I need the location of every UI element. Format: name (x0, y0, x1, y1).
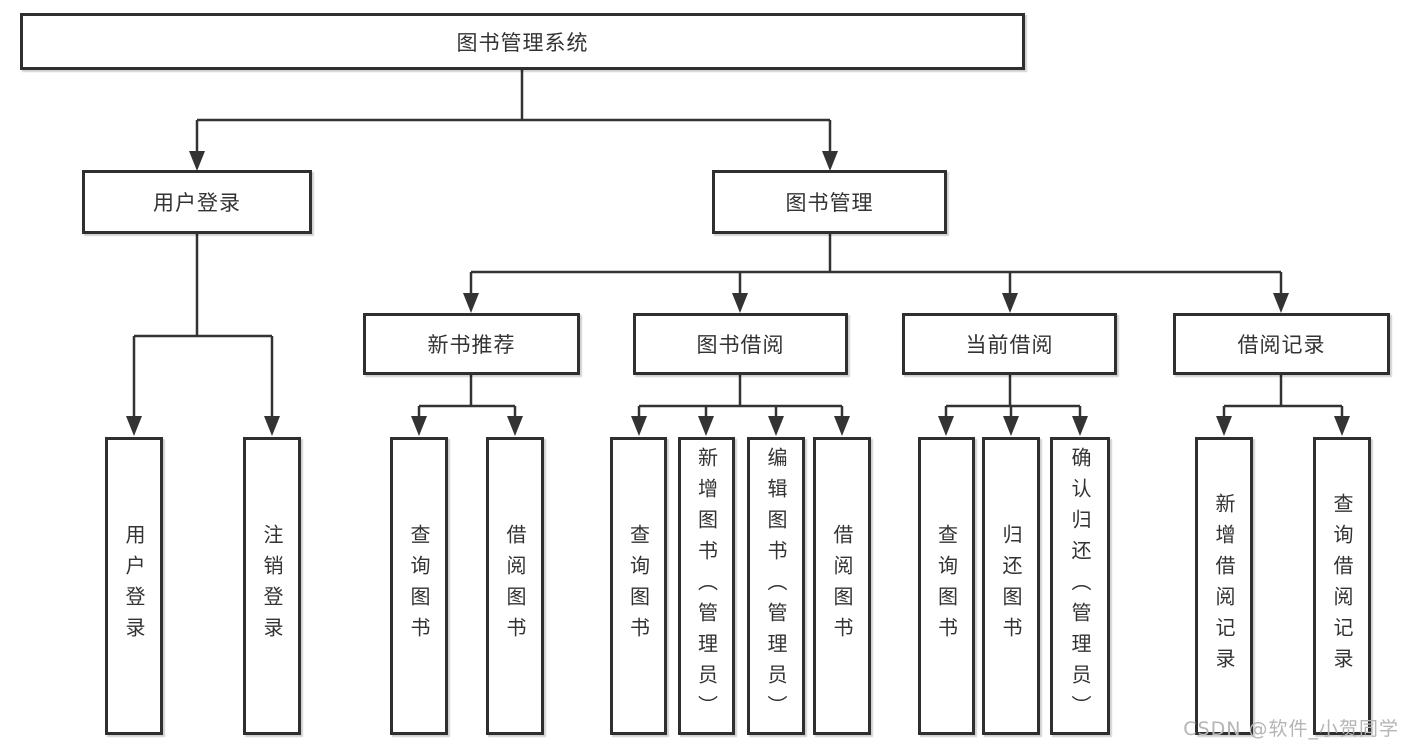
leaf-query-books-2-label: 查询图书 (626, 524, 651, 648)
leaf-borrow-books-1-label: 借阅图书 (503, 524, 527, 648)
leaf-user-login-label: 用户登录 (122, 524, 146, 648)
leaf-edit-books-admin: 编辑图书（管理员） (747, 437, 805, 735)
leaf-query-borrow-record-label: 查询借阅记录 (1330, 493, 1354, 679)
leaf-query-books-1-label: 查询图书 (407, 524, 431, 648)
leaf-confirm-return-admin: 确认归还（管理员） (1050, 437, 1110, 735)
leaf-query-books-3: 查询图书 (918, 437, 975, 735)
leaf-add-books-admin-label: 新增图书（管理员） (694, 446, 719, 726)
leaf-add-books-admin: 新增图书（管理员） (678, 437, 735, 735)
node-borrow-records: 借阅记录 (1173, 313, 1390, 375)
node-system-root-label: 图书管理系统 (456, 30, 589, 55)
leaf-query-books-1: 查询图书 (390, 437, 448, 735)
connector-user-login-to-leaves (126, 233, 280, 436)
leaf-borrow-books-1: 借阅图书 (486, 437, 544, 735)
leaf-add-borrow-record: 新增借阅记录 (1195, 437, 1253, 735)
leaf-query-borrow-record: 查询借阅记录 (1313, 437, 1371, 735)
connector-current-borrow-to-leaves (938, 375, 1088, 436)
leaf-confirm-return-admin-label: 确认归还（管理员） (1068, 446, 1092, 726)
leaf-user-login: 用户登录 (105, 437, 163, 735)
node-book-management-label: 图书管理 (785, 191, 874, 215)
node-borrow-records-label: 借阅记录 (1237, 333, 1326, 357)
node-system-root: 图书管理系统 (20, 13, 1025, 70)
node-new-book-recommend: 新书推荐 (363, 313, 580, 375)
leaf-query-books-2: 查询图书 (610, 437, 667, 735)
leaf-return-books: 归还图书 (982, 437, 1040, 735)
leaf-query-books-3-label: 查询图书 (934, 524, 959, 648)
connector-new-book-recommend-to-leaves (411, 375, 523, 436)
connector-book-management-to-level3 (463, 233, 1289, 313)
leaf-return-books-label: 归还图书 (999, 524, 1023, 648)
leaf-borrow-books-2-label: 借阅图书 (830, 524, 854, 648)
leaf-add-borrow-record-label: 新增借阅记录 (1212, 493, 1236, 679)
node-current-borrow: 当前借阅 (902, 313, 1117, 375)
leaf-borrow-books-2: 借阅图书 (813, 437, 871, 735)
node-book-borrow: 图书借阅 (633, 313, 848, 375)
leaf-logout: 注销登录 (243, 437, 301, 735)
node-current-borrow-label: 当前借阅 (965, 333, 1054, 357)
node-new-book-recommend-label: 新书推荐 (427, 333, 516, 357)
node-user-login: 用户登录 (82, 170, 312, 234)
connector-borrow-records-to-leaves (1216, 375, 1350, 436)
node-book-management: 图书管理 (712, 170, 947, 234)
connector-root-to-level2 (189, 70, 838, 171)
connector-book-borrow-to-leaves (631, 375, 850, 436)
leaf-edit-books-admin-label: 编辑图书（管理员） (764, 446, 788, 726)
csdn-watermark: CSDN @软件_小贺同学 (1183, 718, 1399, 740)
node-book-borrow-label: 图书借阅 (696, 333, 785, 357)
leaf-logout-label: 注销登录 (260, 524, 284, 648)
node-user-login-label: 用户登录 (153, 191, 241, 215)
